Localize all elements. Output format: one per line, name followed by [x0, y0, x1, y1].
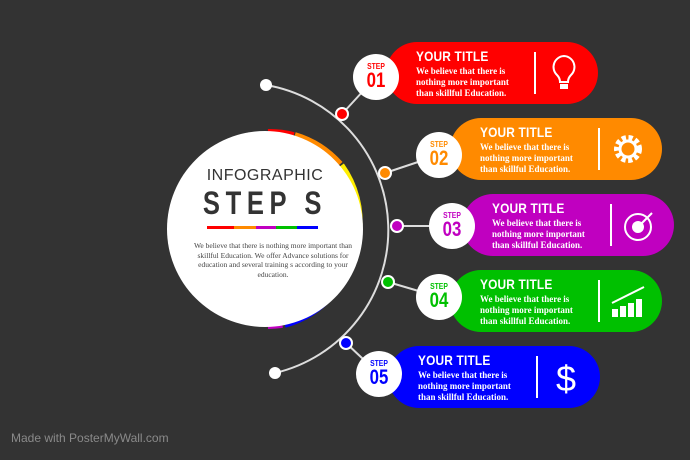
divider — [534, 52, 536, 94]
step-card-1: YOUR TITLE We believe that there is noth… — [386, 42, 598, 104]
step-title: YOUR TITLE — [480, 276, 553, 292]
divider — [598, 280, 600, 322]
lightbulb-icon — [552, 54, 576, 89]
step-label: STEP — [443, 211, 461, 220]
step-number: 03 — [442, 218, 462, 241]
center-title: INFOGRAPHIC — [206, 167, 324, 184]
step-number: 01 — [366, 69, 386, 92]
step-number: 02 — [429, 147, 449, 170]
arc-end-dot — [260, 79, 272, 91]
dollar-icon: $ — [556, 358, 576, 399]
step-label: STEP — [367, 62, 385, 71]
step-number: 04 — [429, 289, 449, 312]
arc-dot-2 — [378, 166, 392, 180]
step-title: YOUR TITLE — [480, 124, 553, 140]
watermark: Made with PosterMyWall.com — [11, 431, 169, 445]
step-card-5: YOUR TITLE We believe that there is noth… — [388, 346, 600, 408]
center-subtitle: STEP S — [202, 185, 328, 221]
step-card-3: YOUR TITLE We believe that there is noth… — [462, 194, 674, 256]
arc-dot-3 — [390, 219, 404, 233]
target-icon — [624, 212, 653, 241]
step-description: We believe that there is nothing more im… — [480, 142, 573, 174]
step-label: STEP — [430, 282, 448, 291]
step-description: We believe that there is nothing more im… — [480, 294, 573, 326]
arc-dot-1 — [335, 107, 349, 121]
svg-text:$: $ — [556, 358, 576, 399]
step-label: STEP — [370, 359, 388, 368]
step-title: YOUR TITLE — [418, 352, 491, 368]
arc-dot-4 — [381, 275, 395, 289]
step-description: We believe that there is nothing more im… — [492, 218, 585, 250]
arc-end-dot — [269, 367, 281, 379]
growth-chart-icon — [611, 286, 645, 317]
step-title: YOUR TITLE — [492, 200, 565, 216]
divider — [598, 128, 600, 170]
step-card-2: YOUR TITLE We believe that there is noth… — [450, 118, 662, 180]
center-description: We believe that there is nothing more im… — [193, 241, 353, 279]
gear-icon — [614, 135, 642, 163]
step-card-4: YOUR TITLE We believe that there is noth… — [450, 270, 662, 332]
divider — [610, 204, 612, 246]
arc-dot-5 — [339, 336, 353, 350]
step-title: YOUR TITLE — [416, 48, 489, 64]
step-number: 05 — [369, 366, 389, 389]
divider — [536, 356, 538, 398]
timeline-arc — [265, 84, 390, 374]
step-description: We believe that there is nothing more im… — [418, 370, 511, 402]
step-label: STEP — [430, 140, 448, 149]
step-description: We believe that there is nothing more im… — [416, 66, 509, 98]
